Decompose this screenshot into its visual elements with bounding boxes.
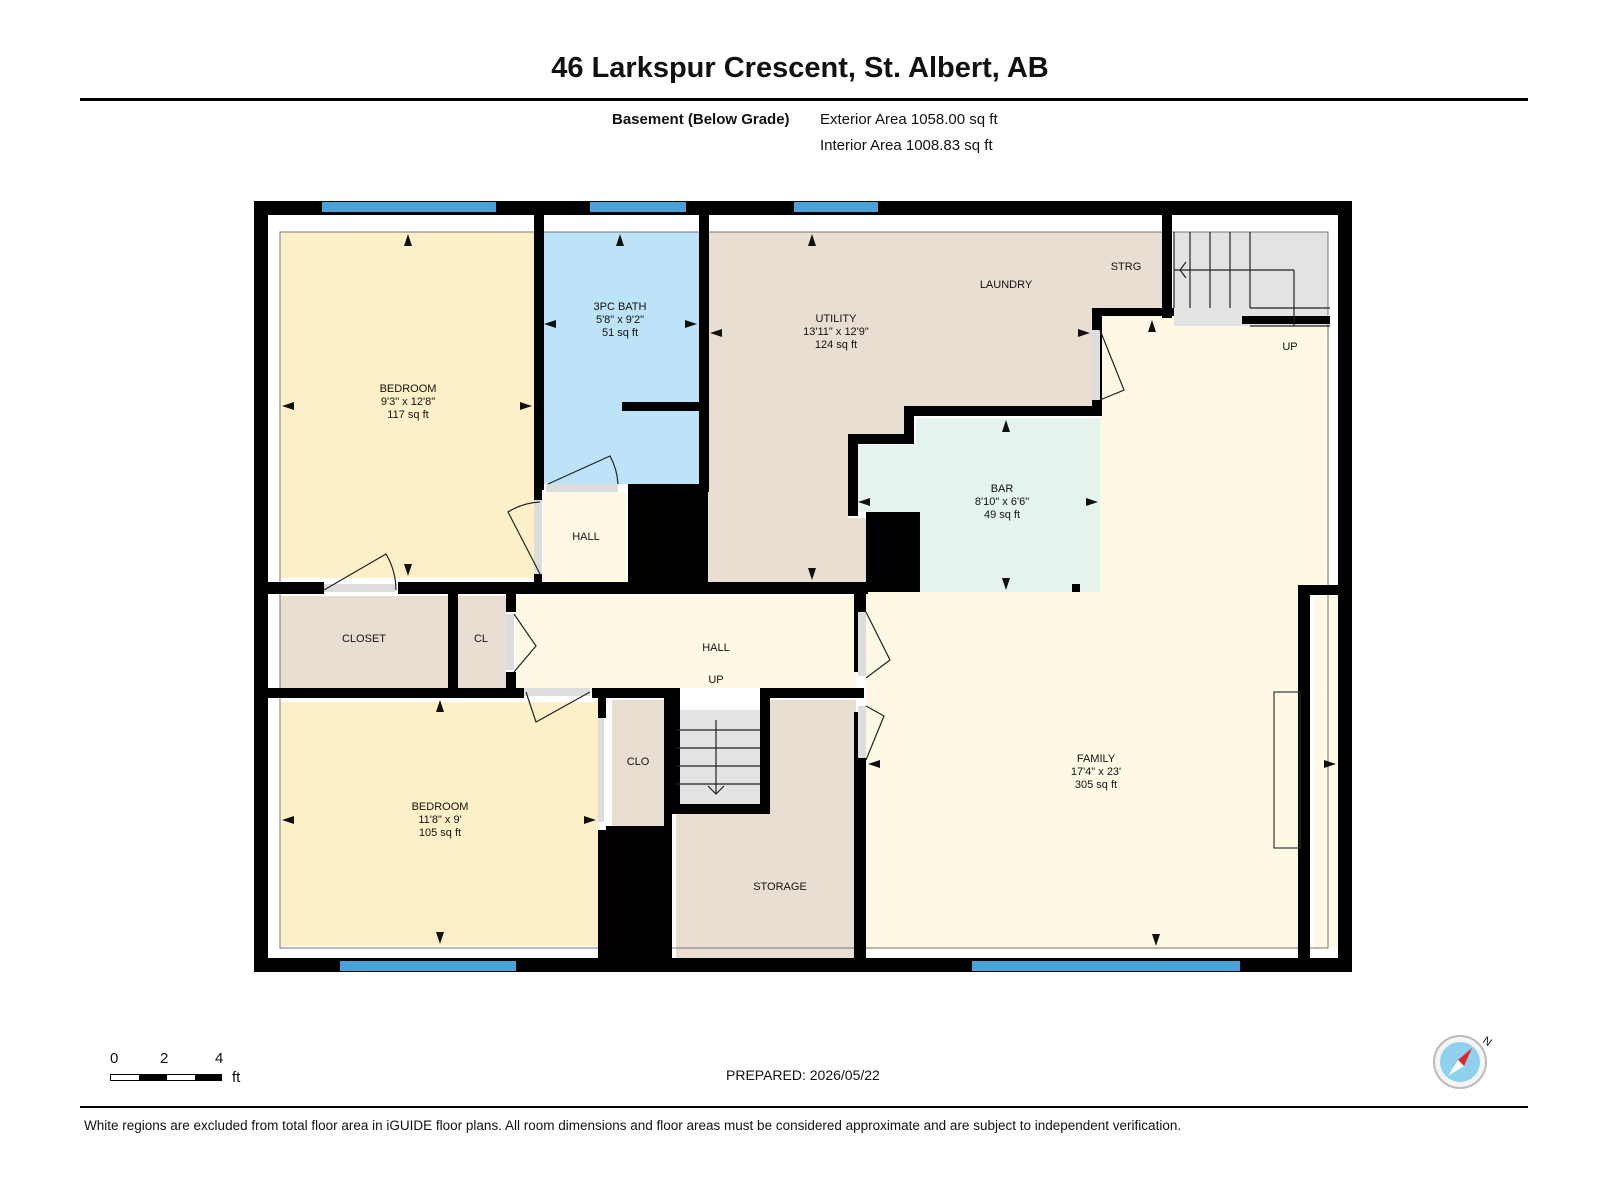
disclaimer-text: White regions are excluded from total fl… <box>84 1118 1182 1133</box>
scale-label-2: 2 <box>160 1050 169 1067</box>
bedroom-2-dims: 11'8" x 9' <box>418 814 461 826</box>
family-name: FAMILY <box>1077 753 1116 765</box>
scale-label-0: 0 <box>110 1050 119 1067</box>
utility-area: 124 sq ft <box>815 339 857 351</box>
bedroom-2-fill <box>280 702 598 946</box>
cl-name: CL <box>474 633 488 645</box>
fireplace-outline <box>1273 691 1301 849</box>
stairs-center-up: UP <box>708 674 723 686</box>
bar-name: BAR <box>991 483 1014 495</box>
dimension-arrows <box>282 234 1336 946</box>
room-labels: BEDROOM 9'3" x 12'8" 117 sq ft 3PC BATH … <box>342 261 1298 893</box>
strg-fill <box>1092 232 1162 308</box>
scale-label-4: 4 <box>215 1050 224 1067</box>
family-fill <box>866 316 1330 950</box>
bath-dims: 5'8" x 9'2" <box>596 314 644 326</box>
compass-icon: N <box>1433 1035 1494 1089</box>
bar-dims: 8'10" x 6'6" <box>975 496 1029 508</box>
scale-bar: 0 2 4 ft <box>110 1050 260 1090</box>
title-divider <box>80 98 1528 101</box>
utility-dims: 13'11" x 12'9" <box>803 326 869 338</box>
clo-name: CLO <box>627 756 650 768</box>
storage-name: STORAGE <box>753 881 807 893</box>
utility-name: UTILITY <box>816 313 858 325</box>
scale-unit: ft <box>232 1069 241 1086</box>
bath-name: 3PC BATH <box>594 301 647 313</box>
strg-name: STRG <box>1111 261 1142 273</box>
room-fills <box>280 232 1340 962</box>
storage-fill <box>676 700 856 962</box>
level-name: Basement (Below Grade) <box>612 111 790 128</box>
window <box>322 202 496 212</box>
plan-title: 46 Larkspur Crescent, St. Albert, AB <box>551 52 1049 84</box>
window <box>340 961 516 971</box>
interior-area: Interior Area 1008.83 sq ft <box>820 137 993 154</box>
stairs-right-up: UP <box>1282 341 1297 353</box>
bedroom-2-area: 105 sq ft <box>419 827 461 839</box>
bath-area: 51 sq ft <box>602 327 638 339</box>
bar-area: 49 sq ft <box>984 509 1020 521</box>
window <box>972 961 1240 971</box>
bedroom-1-dims: 9'3" x 12'8" <box>381 396 435 408</box>
prepared-date: PREPARED: 2026/05/22 <box>726 1067 880 1083</box>
bedroom-2-name: BEDROOM <box>412 801 469 813</box>
bar-fill <box>856 418 1100 592</box>
closet-name: CLOSET <box>342 633 386 645</box>
hall-small-name: HALL <box>572 531 600 543</box>
bath-fill <box>542 232 699 484</box>
hall-main-fill <box>516 596 856 688</box>
clo-fill <box>612 700 664 830</box>
window <box>590 202 686 212</box>
laundry-name: LAUNDRY <box>980 279 1033 291</box>
exterior-area: Exterior Area 1058.00 sq ft <box>820 111 998 128</box>
walls <box>254 201 1352 972</box>
door-swings <box>323 329 1125 822</box>
hall-main-name: HALL <box>702 642 730 654</box>
stairs-right-fill <box>1174 232 1328 326</box>
bedroom-1-area: 117 sq ft <box>387 409 428 421</box>
cl-fill <box>458 596 506 688</box>
stair-lines <box>676 232 1330 795</box>
windows <box>322 202 1240 971</box>
family-dims: 17'4" x 23' <box>1071 766 1121 778</box>
closet-fill <box>280 596 448 688</box>
bedroom-1-name: BEDROOM <box>380 383 437 395</box>
bedroom-1-fill <box>280 232 534 578</box>
family-strip-fill <box>1314 596 1340 948</box>
scale-bar-ruler <box>110 1074 222 1081</box>
family-area: 305 sq ft <box>1075 779 1117 791</box>
footer-divider <box>80 1106 1528 1108</box>
stairs-center-fill <box>676 710 760 806</box>
hall-small-fill <box>543 492 627 584</box>
window <box>794 202 878 212</box>
